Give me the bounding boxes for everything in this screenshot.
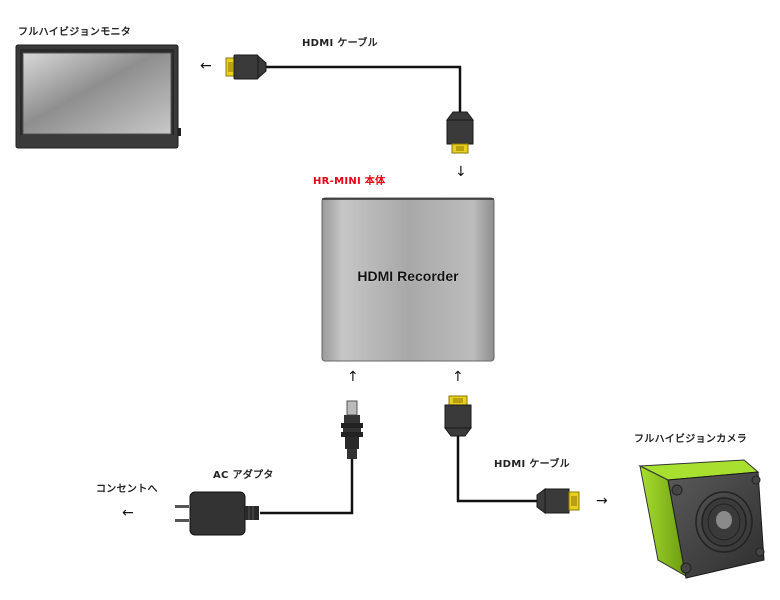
- hdmi-cable-top-label: HDMI ケーブル: [302, 38, 378, 49]
- ac-adapter-label: AC アダプタ: [213, 470, 274, 481]
- monitor-label: フルハイビジョンモニタ: [18, 27, 132, 38]
- recorder-face-label: HDMI Recorder: [357, 268, 459, 284]
- arrow-up-dc-icon: ↑: [347, 369, 359, 385]
- arrow-right-from-camera-icon: →: [596, 493, 608, 509]
- arrow-up-hdmi-icon: ↑: [452, 369, 464, 385]
- ac-adapter-device: [175, 491, 259, 536]
- camera-device: [638, 459, 765, 579]
- main-unit-label: HR-MINI 本体: [313, 176, 386, 187]
- hr-mini-unit[interactable]: [321, 197, 495, 362]
- camera-label: フルハイビジョンカメラ: [634, 434, 748, 445]
- monitor-device: [15, 44, 181, 149]
- hdmi-cable-top: [225, 54, 474, 154]
- outlet-label: コンセントへ: [96, 484, 158, 495]
- arrow-down-to-unit-icon: ↓: [455, 164, 467, 180]
- hdmi-cable-bottom-label: HDMI ケーブル: [494, 459, 570, 470]
- dc-plug: [260, 400, 363, 515]
- arrow-left-to-outlet-icon: ←: [122, 505, 134, 521]
- arrow-left-to-monitor-icon: ←: [200, 58, 212, 74]
- hdmi-cable-bottom: [444, 395, 580, 514]
